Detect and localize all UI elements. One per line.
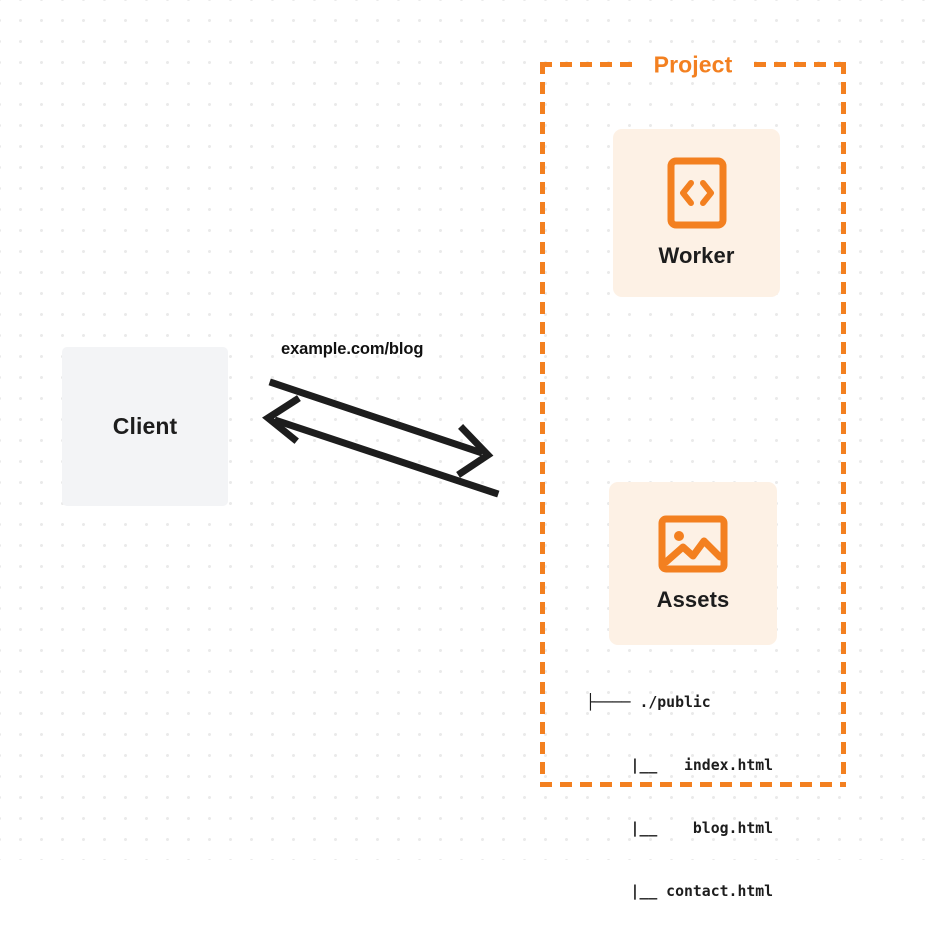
project-border-left	[540, 62, 545, 787]
client-node[interactable]: Client	[62, 347, 228, 506]
project-title: Project	[646, 53, 740, 76]
response-arrow	[262, 395, 500, 498]
connection-url-label: example.com/blog	[281, 340, 424, 358]
assets-file-tree: ├──── ./public |__ index.html |__ blog.h…	[586, 650, 773, 944]
code-brackets-icon	[667, 157, 727, 229]
diagram-canvas: Client example.com/blog Project	[0, 0, 938, 900]
project-boundary: Project	[540, 53, 846, 787]
project-border-top-left	[540, 62, 636, 67]
client-label: Client	[112, 413, 178, 439]
file-tree-row: |__ blog.html	[586, 820, 774, 837]
assets-label: Assets	[656, 586, 730, 612]
image-picture-icon	[658, 515, 728, 573]
file-tree-row: |__ index.html	[586, 757, 774, 774]
file-tree-row: ├──── ./public	[586, 694, 711, 711]
file-tree-row: |__ contact.html	[586, 883, 774, 900]
worker-node[interactable]: Worker	[613, 129, 780, 297]
request-arrow	[268, 378, 494, 478]
worker-label: Worker	[658, 243, 735, 268]
assets-node[interactable]: Assets	[609, 482, 777, 645]
project-border-top-right	[750, 62, 846, 67]
project-border-right	[841, 62, 846, 787]
project-border-bottom	[540, 782, 846, 787]
